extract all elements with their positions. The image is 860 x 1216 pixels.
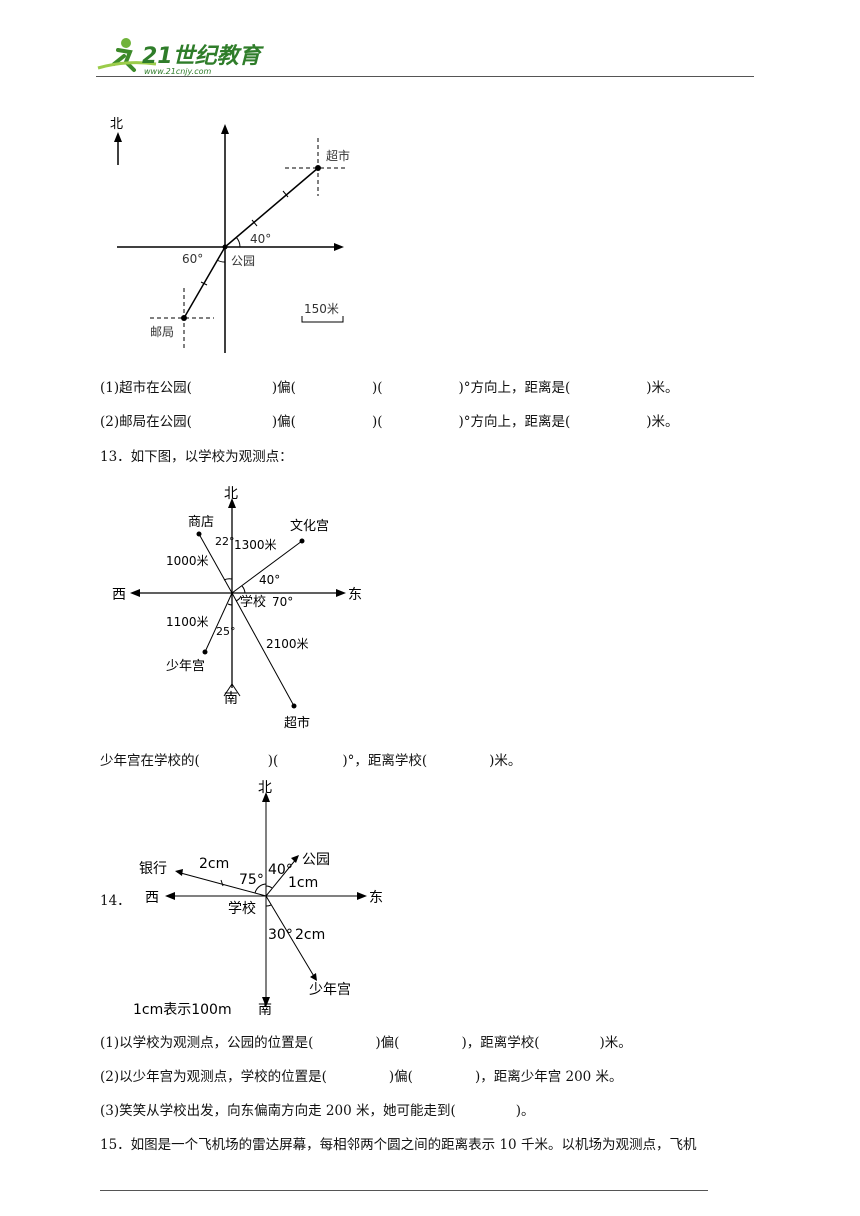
distance-1300-label: 1300米: [234, 538, 277, 552]
q12-2-text-e: )米。: [646, 414, 679, 430]
q12-2-text-b: )偏(: [271, 414, 296, 430]
site-logo: 21世纪教育 www.21cnjy.com: [96, 34, 266, 78]
figure-school-directions: 北 南 西 东 银行 2cm 公园 1cm 少年宫 2cm 学校 75° 40°…: [133, 780, 383, 1018]
angle-75-label: 75°: [239, 872, 264, 888]
q12-1-text-b: )偏(: [271, 380, 296, 396]
angle-22-label: 22°: [215, 535, 235, 548]
angle-40-label: 40°: [268, 862, 293, 878]
angle-40-label: 40°: [250, 232, 271, 246]
bank-label: 银行: [139, 861, 167, 877]
q13-text-d: )米。: [489, 753, 522, 769]
q14-line3: (3)笑笑从学校出发，向东偏南方向走 200 米，她可能走到( )。: [100, 1099, 535, 1119]
q14-3-text-a: (3)笑笑从学校出发，向东偏南方向走 200 米，她可能走到(: [100, 1103, 456, 1119]
distance-2100-label: 2100米: [266, 637, 309, 651]
q12-1-text-c: )(: [371, 380, 383, 396]
supermarket-label: 超市: [326, 148, 350, 163]
angle-60-label: 60°: [182, 252, 203, 266]
header-divider: [96, 76, 754, 77]
q14-1-text-a: (1)以学校为观测点，公园的位置是(: [100, 1035, 314, 1051]
store-label: 商店: [188, 515, 214, 530]
q14-1-text-b: )偏(: [375, 1035, 400, 1051]
south-label: 南: [258, 1002, 272, 1018]
north-label: 北: [258, 780, 272, 796]
q14-2-text-c: )，距离少年宫 200 米。: [474, 1069, 623, 1085]
logo-text: 21世纪教育: [142, 43, 265, 69]
q13-text-a: 少年宫在学校的(: [100, 753, 200, 769]
q14-1-text-c: )，距离学校(: [461, 1035, 540, 1051]
scale-label: 1cm表示100m: [133, 1002, 232, 1018]
east-label: 东: [348, 587, 362, 603]
supermarket-label: 超市: [284, 715, 310, 731]
distance-1000-label: 1000米: [166, 554, 209, 568]
east-label: 东: [369, 890, 383, 906]
q12-line1: (1)超市在公园( )偏( )( )°方向上，距离是( )米。: [100, 376, 679, 396]
q12-1-text-e: )米。: [646, 380, 679, 396]
q12-2-text-d: )°方向上，距离是(: [458, 414, 571, 430]
angle-40-label: 40°: [259, 573, 280, 587]
bank-distance-label: 2cm: [199, 856, 229, 872]
north-label: 北: [110, 117, 123, 132]
park-label: 公园: [231, 254, 255, 268]
q12-2-text-c: )(: [371, 414, 383, 430]
q14-line1: (1)以学校为观测点，公园的位置是( )偏( )，距离学校( )米。: [100, 1031, 632, 1051]
west-label: 西: [112, 587, 126, 603]
west-label: 西: [145, 890, 159, 906]
youth-palace-label: 少年宫: [166, 659, 205, 674]
q13-intro: 13．如下图，以学校为观测点：: [100, 449, 293, 465]
q14-number: 14．: [100, 893, 131, 909]
q14-line2: (2)以少年宫为观测点，学校的位置是( )偏( )，距离少年宫 200 米。: [100, 1065, 623, 1085]
footer-divider: [100, 1190, 708, 1191]
q14-1-text-d: )米。: [599, 1035, 632, 1051]
north-label: 北: [224, 486, 238, 502]
angle-25-label: 25°: [216, 625, 236, 638]
q13-text-c: )°，距离学校(: [342, 753, 428, 769]
q12-2-text-a: (2)邮局在公园(: [100, 414, 192, 430]
post-office-label: 邮局: [150, 325, 174, 339]
angle-70-label: 70°: [272, 595, 293, 609]
angle-30-label: 30°: [268, 927, 293, 943]
figure-park-map: 北 超市 邮局 40° 60° 公园 150米: [110, 117, 350, 353]
runner-icon: [97, 38, 157, 72]
school-label: 学校: [228, 900, 256, 917]
youth-palace-label: 少年宫: [309, 982, 351, 998]
q14-2-text-b: )偏(: [388, 1069, 413, 1085]
south-label: 南: [224, 691, 238, 707]
park-distance-label: 1cm: [288, 875, 318, 891]
q15-text: 15．如图是一个飞机场的雷达屏幕，每相邻两个圆之间的距离表示 10 千米。以机场…: [100, 1137, 697, 1153]
q12-1-text-d: )°方向上，距离是(: [458, 380, 571, 396]
scale-label: 150米: [304, 302, 339, 316]
youth-distance-label: 2cm: [295, 927, 325, 943]
distance-1100-label: 1100米: [166, 615, 209, 629]
school-label: 学校: [240, 594, 266, 610]
q12-1-text-a: (1)超市在公园(: [100, 380, 192, 396]
q12-line2: (2)邮局在公园( )偏( )( )°方向上，距离是( )米。: [100, 410, 679, 430]
figure-school-map: 北 南 西 东 商店 文化宫 少年宫 超市 学校 22° 1300米 1000米…: [112, 486, 362, 731]
q14-3-text-b: )。: [515, 1103, 535, 1119]
logo-url: www.21cnjy.com: [144, 67, 211, 76]
q13-text-b: )(: [267, 753, 279, 769]
park-label: 公园: [302, 852, 330, 868]
q14-2-text-a: (2)以少年宫为观测点，学校的位置是(: [100, 1069, 327, 1085]
culture-palace-label: 文化宫: [290, 519, 329, 534]
q13-question: 少年宫在学校的( )( )°，距离学校( )米。: [100, 749, 521, 769]
